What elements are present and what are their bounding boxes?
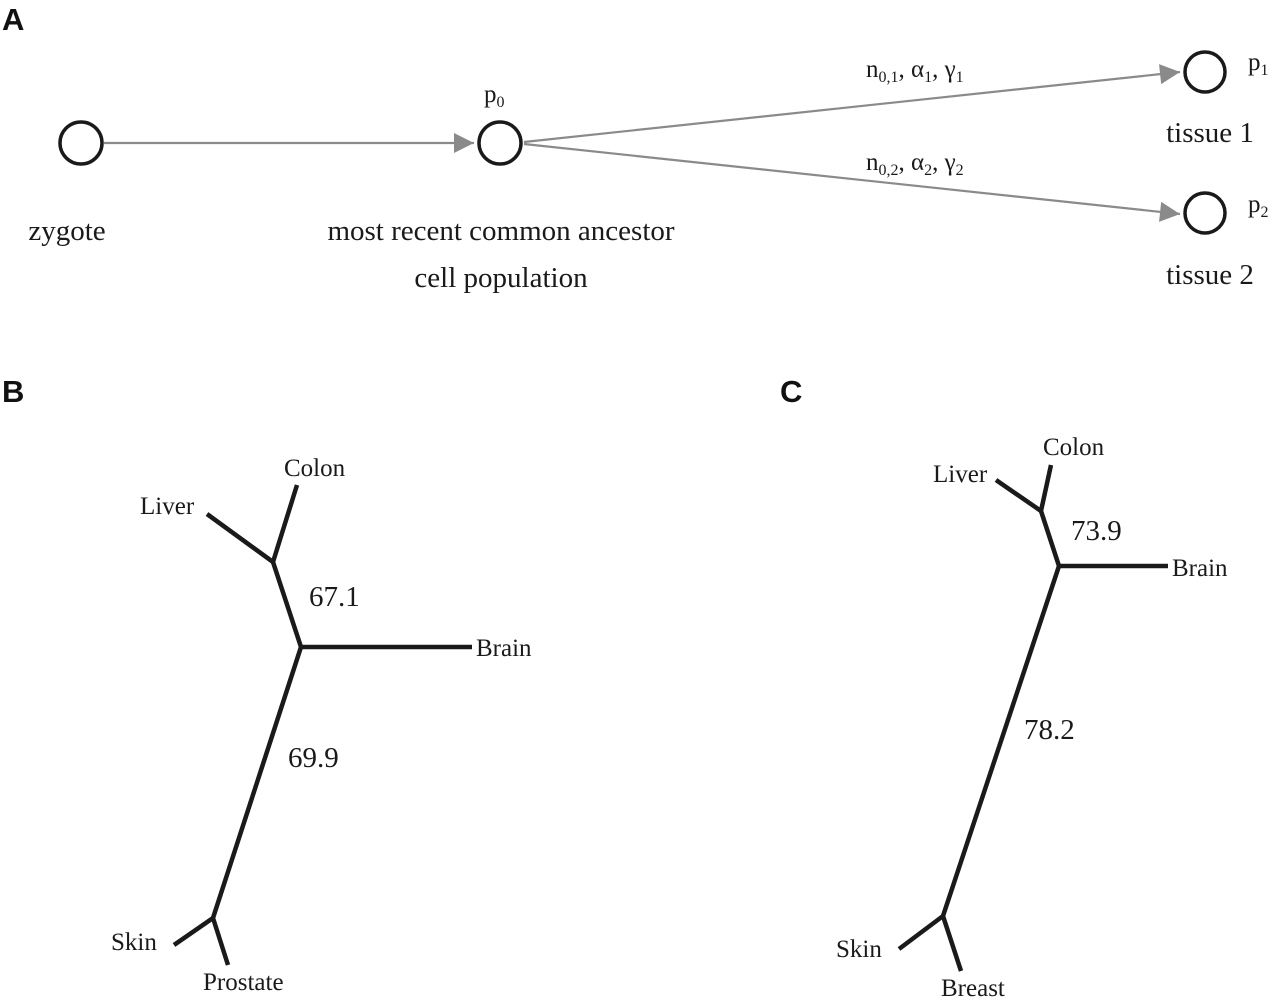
leaf-c-skin: Skin <box>836 936 882 963</box>
panel-label-b: B <box>2 374 24 409</box>
edge2-parameters: n0,2, α2, γ2 <box>866 149 964 179</box>
leaf-b-liver: Liver <box>140 493 195 520</box>
node-ancestor <box>477 120 523 166</box>
p2-label: p2 <box>1248 191 1269 221</box>
arrow-ancestor-to-tissue2 <box>523 142 1181 222</box>
leaf-c-colon: Colon <box>1043 434 1105 461</box>
edge1-parameters: n0,1, α1, γ1 <box>866 56 964 86</box>
leaf-b-skin: Skin <box>111 929 157 956</box>
leaf-b-brain: Brain <box>476 635 532 662</box>
tissue1-label: tissue 1 <box>1166 117 1254 149</box>
leaf-b-prostate: Prostate <box>203 969 284 996</box>
panel-c-tree: Colon Liver Brain Skin Breast 73.9 78.2 <box>836 434 1228 1002</box>
support-b-lower: 69.9 <box>288 742 339 774</box>
node-zygote <box>58 120 104 166</box>
leaf-b-colon: Colon <box>284 455 346 482</box>
leaf-c-liver: Liver <box>933 461 988 488</box>
branch-c-breast <box>940 915 964 972</box>
branch-b-skin <box>172 916 215 947</box>
branch-b-colon <box>270 484 300 563</box>
branch-b-internal-upper <box>270 561 304 648</box>
p1-label: p1 <box>1248 49 1269 79</box>
leaf-c-brain: Brain <box>1172 555 1228 582</box>
tissue2-label: tissue 2 <box>1166 259 1254 291</box>
node-tissue1 <box>1183 50 1227 94</box>
branch-b-liver <box>205 512 275 564</box>
branch-c-skin <box>897 914 945 951</box>
branch-c-internal-lower <box>940 565 1062 917</box>
branch-c-internal-upper <box>1038 510 1062 567</box>
p0-label: p0 <box>484 81 505 111</box>
support-b-upper: 67.1 <box>309 581 360 613</box>
branch-c-liver <box>994 478 1043 513</box>
panel-a-lineage-diagram: zygote most recent common ancestor cell … <box>28 49 1268 294</box>
leaf-c-breast: Breast <box>941 975 1005 1002</box>
branch-b-prostate <box>210 917 231 966</box>
support-c-lower: 78.2 <box>1024 714 1075 746</box>
branch-b-internal-lower <box>210 646 304 919</box>
ancestor-label-line1: most recent common ancestor <box>327 215 674 247</box>
branch-c-colon <box>1038 464 1054 512</box>
panel-b-tree: Colon Liver Brain Skin Prostate 67.1 69.… <box>111 455 532 996</box>
panel-label-a: A <box>2 2 24 37</box>
arrow-ancestor-to-tissue1 <box>523 64 1181 144</box>
support-c-upper: 73.9 <box>1071 515 1122 547</box>
node-tissue2 <box>1183 191 1227 235</box>
zygote-label: zygote <box>28 215 105 247</box>
ancestor-label-line2: cell population <box>414 262 588 294</box>
panel-label-c: C <box>780 374 802 409</box>
